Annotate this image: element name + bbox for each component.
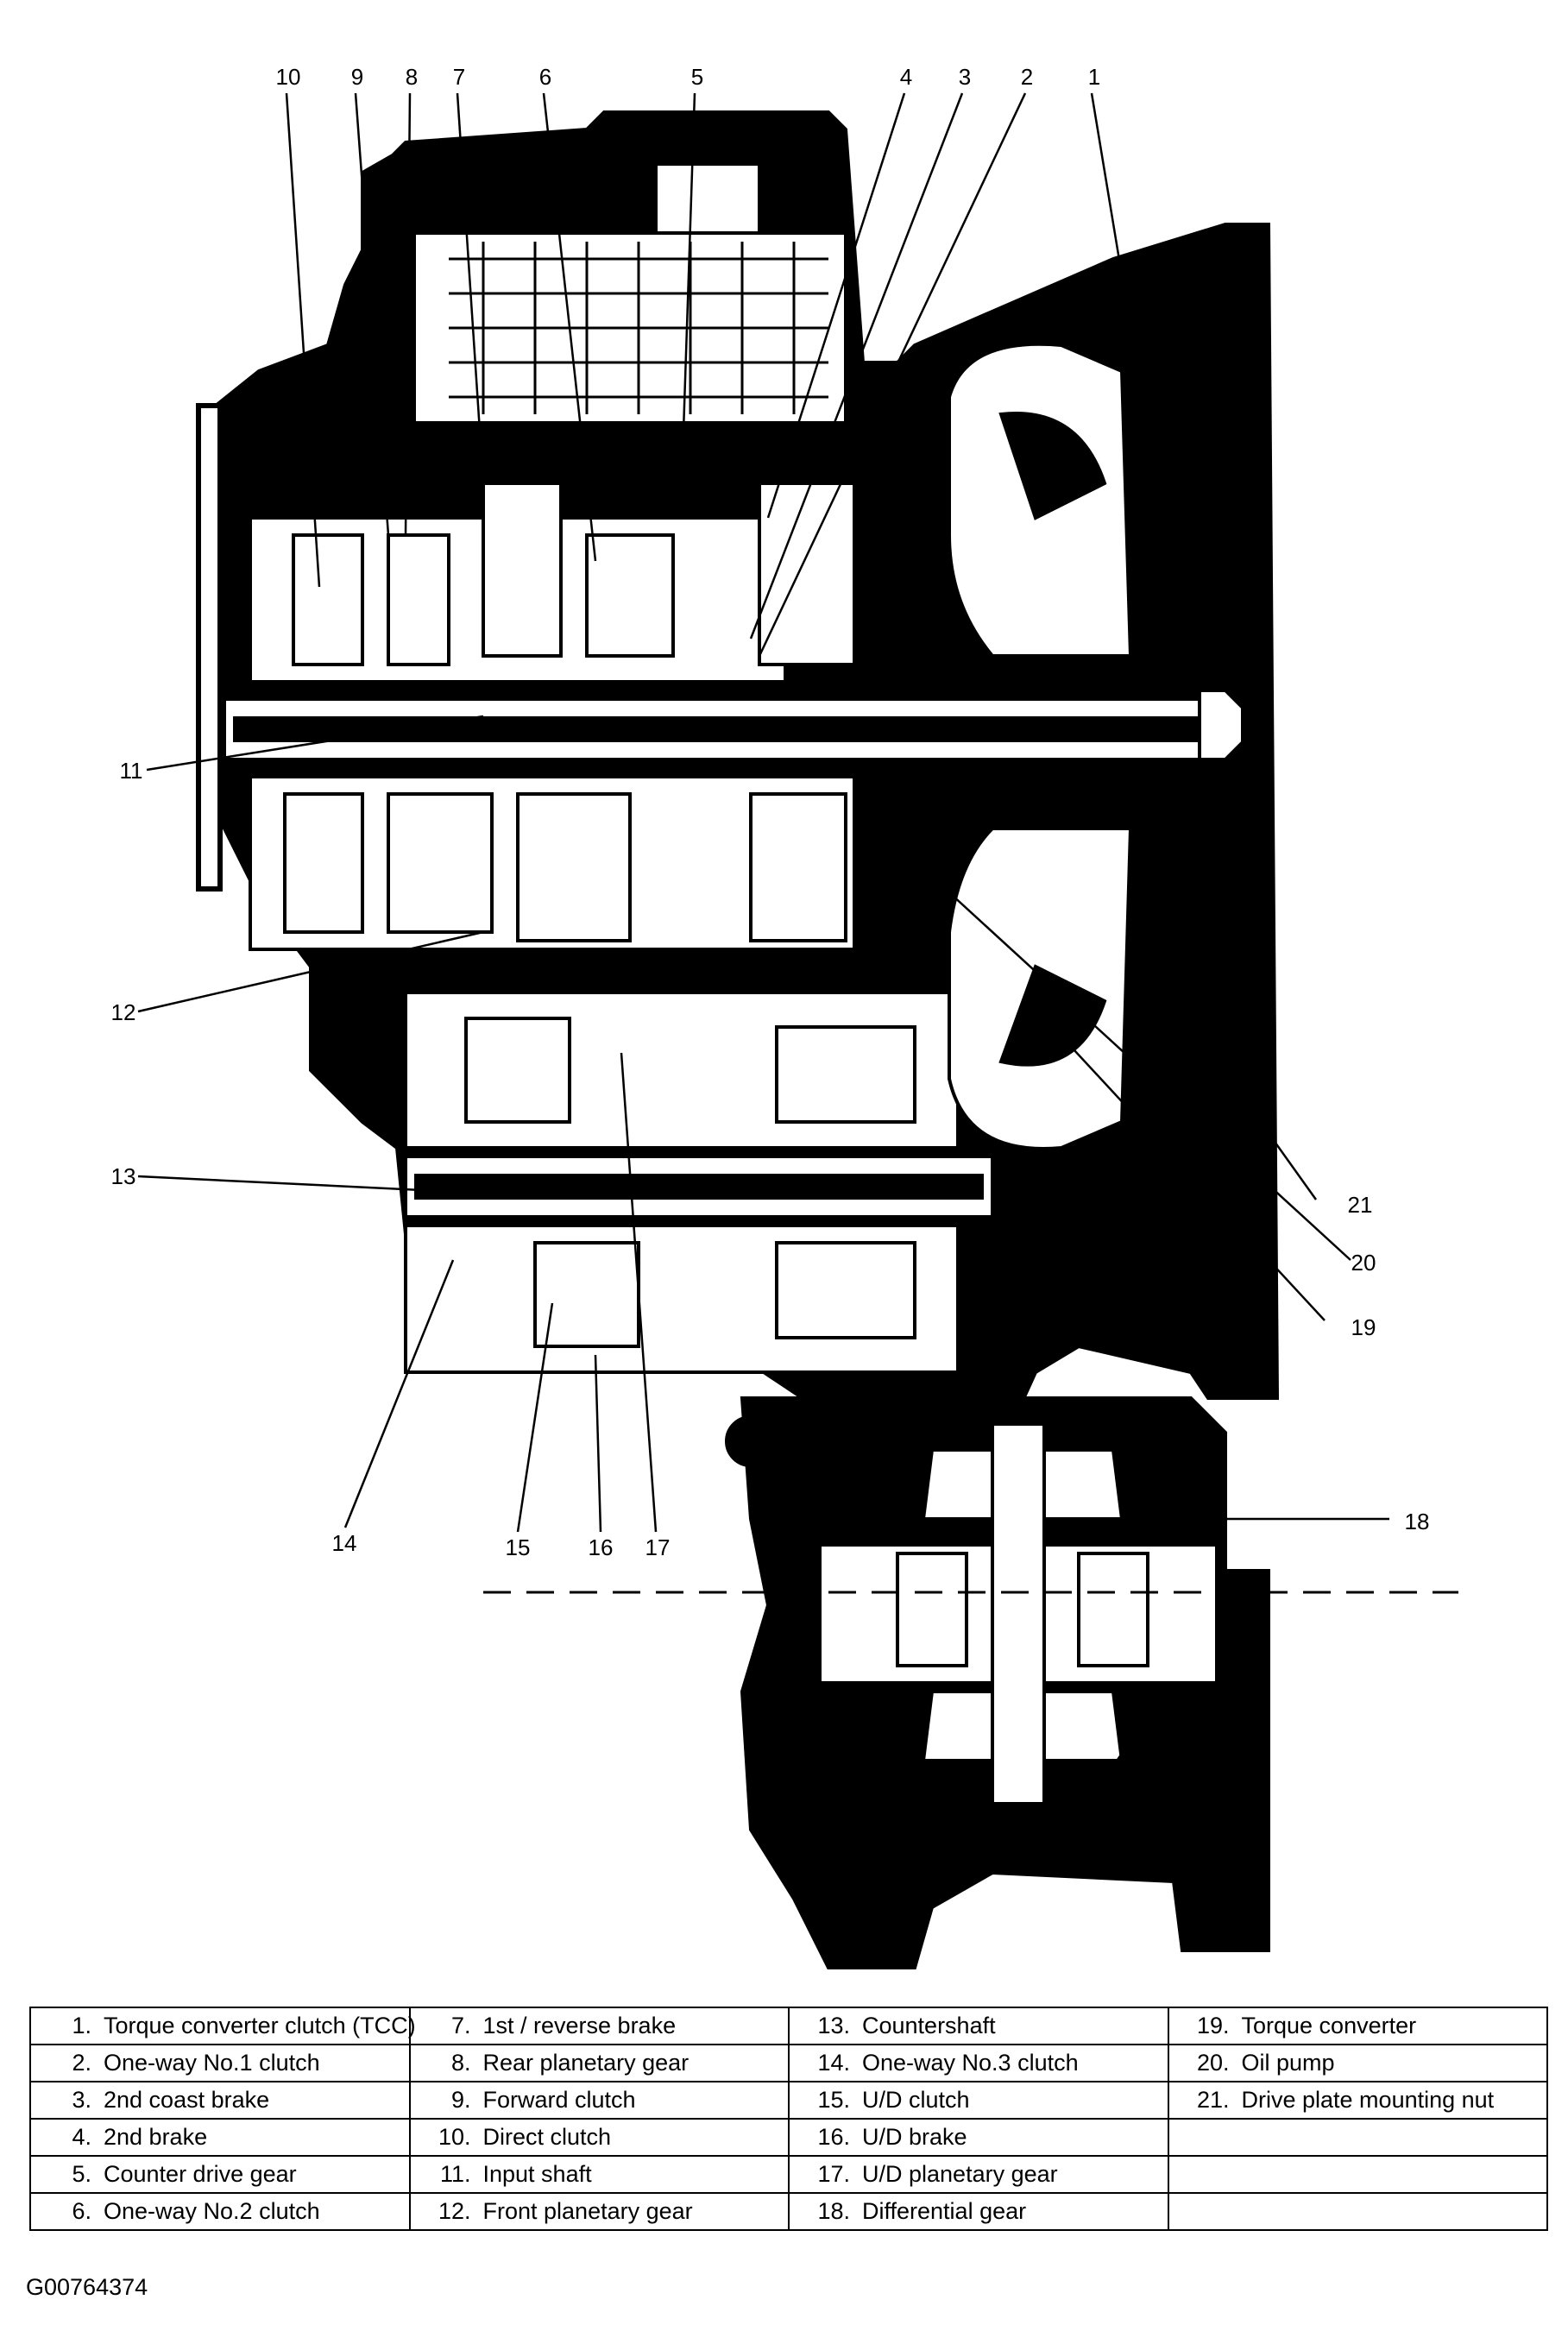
- callout-18: 18: [1405, 1509, 1430, 1534]
- legend-cell: 17.U/D planetary gear: [788, 2155, 1169, 2194]
- legend-row: 3.2nd coast brake 9.Forward clutch 15.U/…: [29, 2081, 1548, 2120]
- legend-row: 2.One-way No.1 clutch 8.Rear planetary g…: [29, 2044, 1548, 2082]
- figure-id: G00764374: [26, 2274, 148, 2300]
- leader-lines: [137, 92, 1389, 1533]
- callout-5: 5: [691, 64, 703, 90]
- legend-cell: [1167, 2192, 1548, 2231]
- callout-12: 12: [111, 999, 136, 1025]
- callout-13: 13: [111, 1163, 136, 1189]
- callout-17: 17: [645, 1534, 671, 1560]
- internal-sections: [249, 162, 1219, 1814]
- legend-cell: 21.Drive plate mounting nut: [1167, 2081, 1548, 2120]
- legend-cell: 8.Rear planetary gear: [408, 2044, 790, 2082]
- legend-cell: 14.One-way No.3 clutch: [788, 2044, 1169, 2082]
- legend-cell: 10.Direct clutch: [408, 2118, 790, 2157]
- callout-8: 8: [406, 64, 418, 90]
- callout-3: 3: [959, 64, 971, 90]
- callout-10: 10: [276, 64, 301, 90]
- legend-row: 4.2nd brake 10.Direct clutch 16.U/D brak…: [29, 2118, 1548, 2157]
- legend-cell: 11.Input shaft: [408, 2155, 790, 2194]
- callout-15: 15: [506, 1534, 531, 1560]
- callout-1: 1: [1088, 64, 1100, 90]
- legend-cell: 9.Forward clutch: [408, 2081, 790, 2120]
- callout-14: 14: [332, 1530, 357, 1556]
- legend-cell: 7.1st / reverse brake: [408, 2007, 790, 2045]
- callout-6: 6: [539, 64, 551, 90]
- legend-cell: 3.2nd coast brake: [29, 2081, 411, 2120]
- legend-cell: 18.Differential gear: [788, 2192, 1169, 2231]
- parts-legend-table: 1.Torque converter clutch (TCC) 7.1st / …: [29, 2007, 1548, 2231]
- legend-cell: 12.Front planetary gear: [408, 2192, 790, 2231]
- legend-cell: 6.One-way No.2 clutch: [29, 2192, 411, 2231]
- callout-labels: 1 2 3 4 5 6 7 8 9 10 11 12 13 14 15 16 1…: [111, 64, 1430, 1560]
- callout-9: 9: [351, 64, 363, 90]
- legend-row: 5.Counter drive gear 11.Input shaft 17.U…: [29, 2155, 1548, 2194]
- shafts: [223, 689, 1244, 1805]
- callout-2: 2: [1021, 64, 1033, 90]
- legend-cell: 4.2nd brake: [29, 2118, 411, 2157]
- legend-row: 6.One-way No.2 clutch 12.Front planetary…: [29, 2192, 1548, 2231]
- callout-16: 16: [589, 1534, 614, 1560]
- legend-cell: 20.Oil pump: [1167, 2044, 1548, 2082]
- legend-cell: [1167, 2118, 1548, 2157]
- callout-11: 11: [120, 758, 143, 784]
- legend-cell: 15.U/D clutch: [788, 2081, 1169, 2120]
- legend-row: 1.Torque converter clutch (TCC) 7.1st / …: [29, 2007, 1548, 2045]
- legend-cell: 16.U/D brake: [788, 2118, 1169, 2157]
- legend-cell: 5.Counter drive gear: [29, 2155, 411, 2194]
- callout-21: 21: [1348, 1192, 1373, 1218]
- callout-4: 4: [900, 64, 912, 90]
- legend-cell: 2.One-way No.1 clutch: [29, 2044, 411, 2082]
- legend-cell: 1.Torque converter clutch (TCC): [29, 2007, 416, 2045]
- transaxle-cutaway-diagram: 1 2 3 4 5 6 7 8 9 10 11 12 13 14 15 16 1…: [111, 64, 1458, 1969]
- callout-20: 20: [1351, 1250, 1376, 1276]
- callout-7: 7: [453, 64, 465, 90]
- legend-cell: 13.Countershaft: [788, 2007, 1169, 2045]
- legend-cell: [1167, 2155, 1548, 2194]
- callout-19: 19: [1351, 1314, 1376, 1340]
- axle-shaft: [991, 1422, 1046, 1805]
- legend-cell: 19.Torque converter: [1167, 2007, 1548, 2045]
